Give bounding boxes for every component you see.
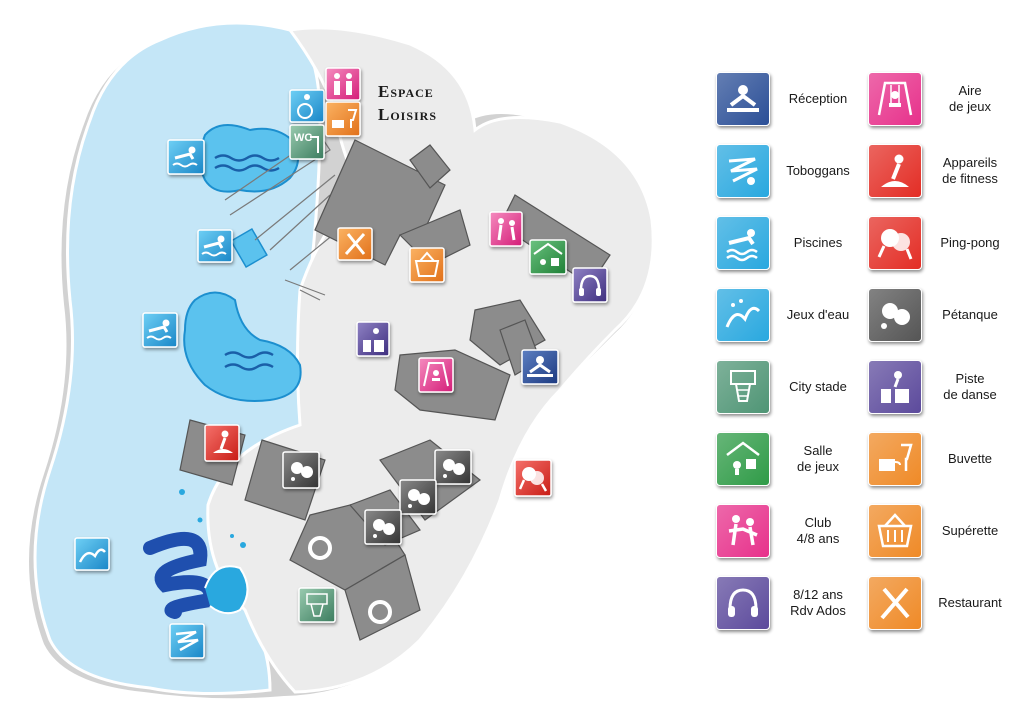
legend-label: Club 4/8 ans [796,515,840,546]
legend-item-swing: Aire de jeux [868,72,1010,126]
legend-label: Toboggans [786,163,850,178]
map-water-splash-icon[interactable] [74,537,110,571]
walkways [224,134,346,301]
map-bar-drink-icon[interactable] [325,101,361,137]
legend-label: Restaurant [938,595,1002,610]
map-shopping-basket-icon[interactable] [409,247,445,283]
wc-shower-icon[interactable]: WC [289,124,325,160]
map-petanque-icon[interactable] [282,451,320,489]
map-swimmer-icon[interactable] [197,229,233,263]
legend-label: Salle de jeux [797,443,839,474]
area-title-line1: Espace [378,82,434,101]
toilets-icon[interactable] [325,67,361,101]
petanque-icon [868,288,922,342]
map-basketball-hoop-icon[interactable] [298,587,336,623]
map-restaurant-icon[interactable] [337,227,373,261]
legend-item-petanque: Pétanque [868,288,1010,342]
map-reception-icon[interactable] [521,349,559,385]
wc-label: WC [294,132,312,144]
accessibility-icon[interactable] [289,89,325,123]
map-fitness-icon[interactable] [204,424,240,462]
pool-upper [199,124,299,193]
reception-icon [716,72,770,126]
map-petanque-icon[interactable] [364,509,402,545]
fitness-icon [868,144,922,198]
kids-club-icon [716,504,770,558]
legend-item-restaurant: Restaurant [868,576,1010,630]
legend-item-swimmer: Piscines [716,216,858,270]
legend-item-bar-drink: Buvette [868,432,1010,486]
legend-label: Ping-pong [940,235,1000,250]
restaurant-icon [868,576,922,630]
legend-label: Appareils de fitness [942,155,998,186]
legend-label: Réception [788,91,848,106]
area-title-line2: Loisirs [378,105,437,124]
legend-label: Piste de danse [943,371,997,402]
basketball-hoop-icon [716,360,770,414]
map-petanque-icon[interactable] [434,449,472,485]
legend-item-headphones: 8/12 ans Rdv Ados [716,576,858,630]
water-splash-icon [716,288,770,342]
legend-label: Supérette [941,523,999,538]
map-swimmer-icon[interactable] [142,312,178,348]
pool-lower [183,291,302,402]
bar-drink-icon [868,432,922,486]
map-headphones-icon[interactable] [572,267,608,303]
legend-item-ping-pong: Ping-pong [868,216,1010,270]
swimmer-icon [716,216,770,270]
legend-item-reception: Réception [716,72,858,126]
legend-label: Pétanque [942,307,998,322]
legend-item-game-room: Salle de jeux [716,432,858,486]
legend-item-fitness: Appareils de fitness [868,144,1010,198]
legend-item-dj: Piste de danse [868,360,1010,414]
dj-icon [868,360,922,414]
legend-label: Piscines [793,235,843,250]
waterslide-icon [716,144,770,198]
map-game-room-icon[interactable] [529,239,567,275]
map-swimmer-icon[interactable] [167,139,205,175]
legend-item-water-splash: Jeux d'eau [716,288,858,342]
legend-label: Jeux d'eau [786,307,850,322]
legend-label: 8/12 ans Rdv Ados [790,587,846,618]
map-petanque-icon[interactable] [399,479,437,515]
water-slide-decoration [143,489,249,619]
game-room-icon [716,432,770,486]
headphones-icon [716,576,770,630]
campsite-map: Espace Loisirs [29,21,655,699]
map-waterslide-icon[interactable] [169,623,205,659]
petanque-circles [308,536,392,624]
legend-item-shopping-basket: Supérette [868,504,1010,558]
map-ping-pong-icon[interactable] [514,459,552,497]
legend-label: City stade [789,379,847,394]
shopping-basket-icon [868,504,922,558]
legend-item-waterslide: Toboggans [716,144,858,198]
map-swing-icon[interactable] [418,357,454,393]
ping-pong-icon [868,216,922,270]
swing-icon [868,72,922,126]
legend-item-kids-club: Club 4/8 ans [716,504,858,558]
legend-item-basketball-hoop: City stade [716,360,858,414]
legend-label: Aire de jeux [949,83,991,114]
map-kids-club-icon[interactable] [489,211,523,247]
pool-small [230,227,268,269]
map-dj-icon[interactable] [356,321,390,357]
legend-label: Buvette [947,451,993,466]
